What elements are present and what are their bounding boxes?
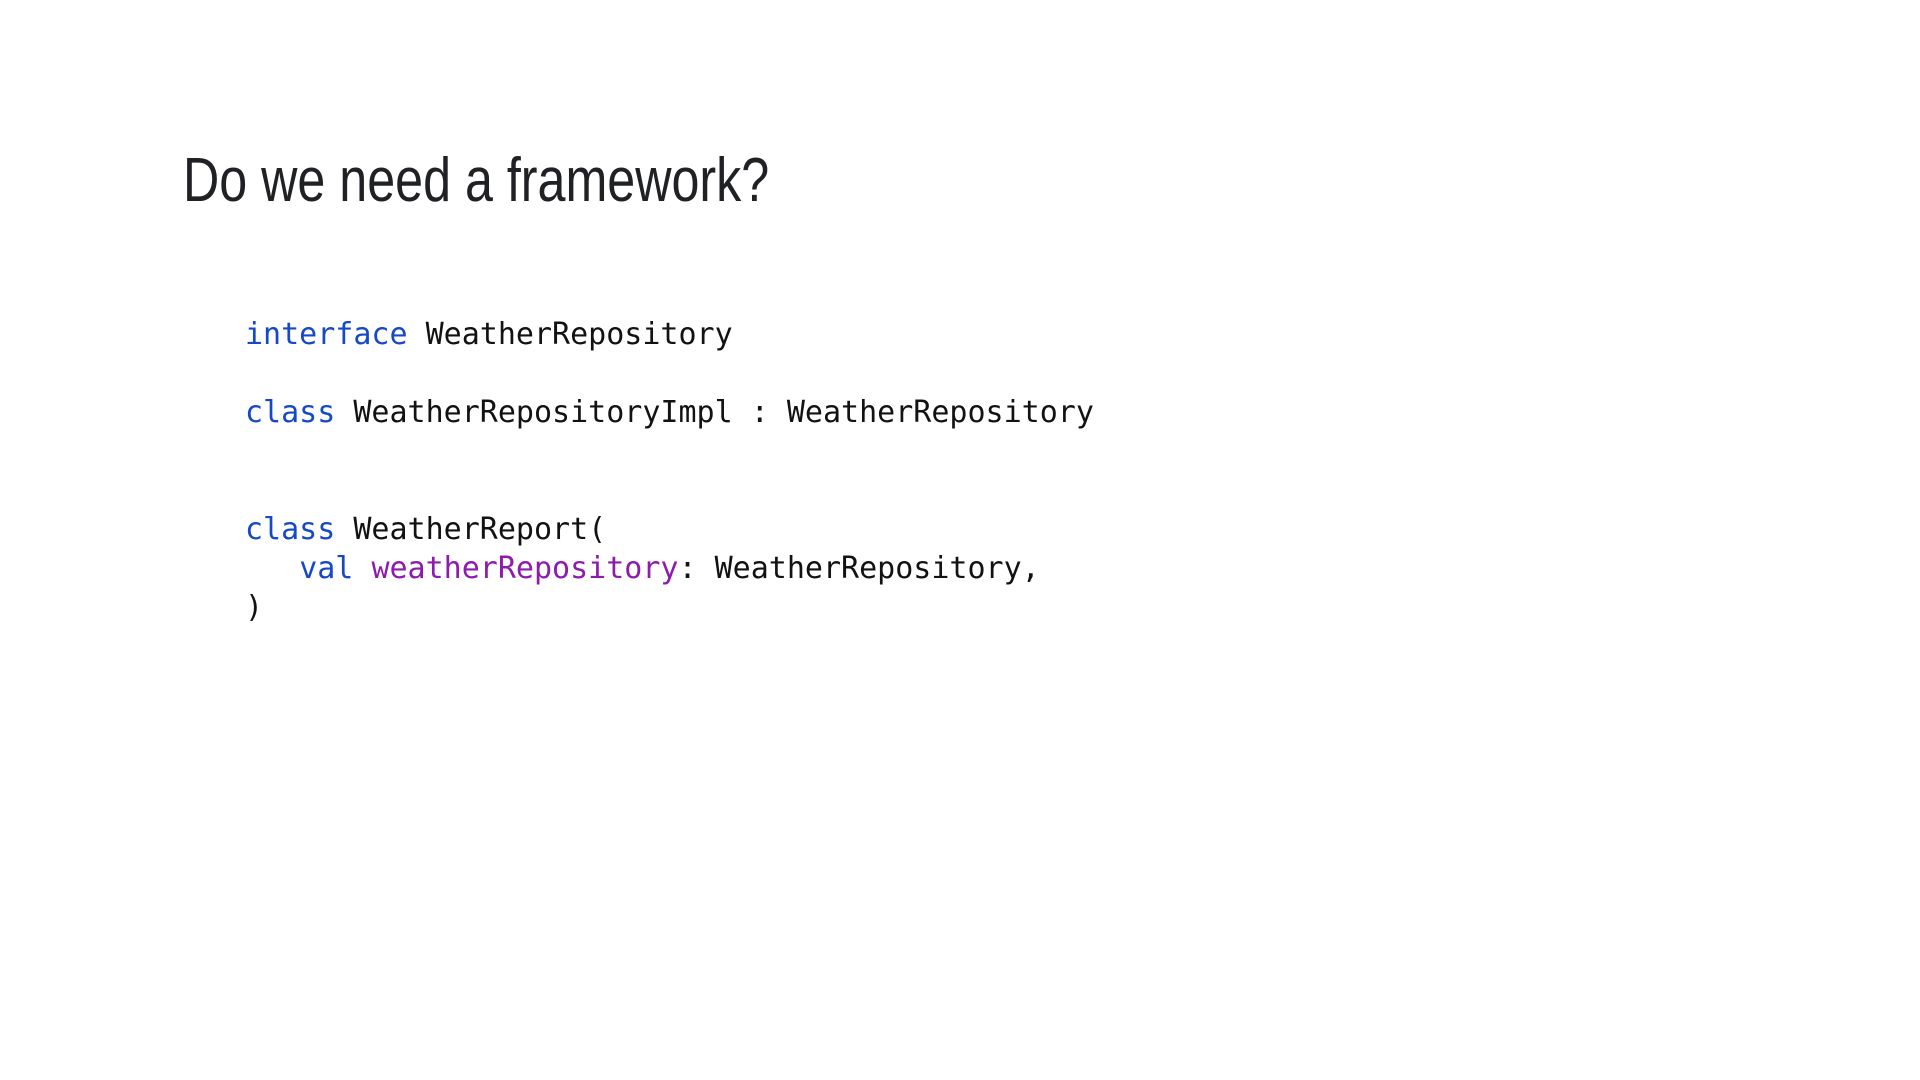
slide-title: Do we need a framework?	[183, 146, 770, 215]
code-line	[245, 432, 1094, 471]
code-keyword: class	[245, 512, 336, 547]
code-property-name: weatherRepository	[371, 551, 679, 586]
code-keyword: class	[245, 395, 336, 430]
code-line: class WeatherRepositoryImpl : WeatherRep…	[245, 393, 1094, 432]
code-line: class WeatherReport(	[245, 510, 1094, 549]
code-text: WeatherRepository	[407, 317, 733, 352]
code-text: : WeatherRepository,	[678, 551, 1040, 586]
code-line: )	[245, 588, 1094, 627]
code-line	[245, 471, 1094, 510]
code-text: WeatherRepositoryImpl : WeatherRepositor…	[335, 395, 1094, 430]
code-line: val weatherRepository: WeatherRepository…	[245, 549, 1094, 588]
code-block: interface WeatherRepository class Weathe…	[245, 315, 1094, 627]
code-keyword: val	[299, 551, 354, 586]
code-line	[245, 354, 1094, 393]
code-line: interface WeatherRepository	[245, 315, 1094, 354]
code-text	[245, 551, 299, 586]
code-text: )	[245, 590, 264, 625]
code-text: WeatherReport(	[335, 512, 607, 547]
code-text	[353, 551, 371, 586]
code-keyword: interface	[245, 317, 408, 352]
